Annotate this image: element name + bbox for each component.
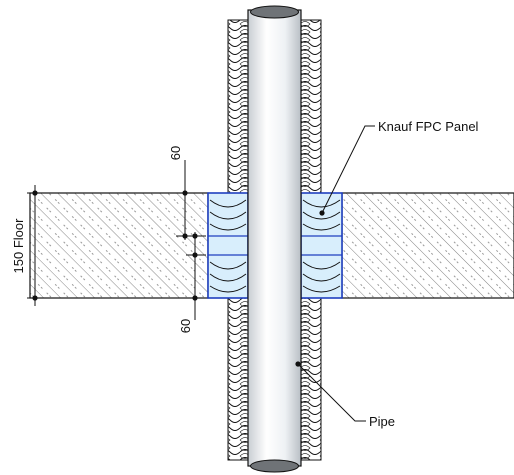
floor-slab-right	[341, 192, 514, 299]
dimension-label-bottom: 60	[178, 319, 193, 333]
pipe	[247, 5, 302, 473]
dimension-label-top: 60	[168, 146, 183, 160]
pipe-label: Pipe	[369, 414, 395, 429]
floor-slab-left	[29, 192, 209, 299]
fpc-panel-right	[300, 192, 343, 299]
panel-label: Knauf FPC Panel	[378, 119, 479, 134]
dimension-ticks	[32, 190, 198, 301]
fpc-panel-left	[207, 192, 249, 299]
floor-thickness-label: 150 Floor	[11, 218, 26, 274]
leader-panel	[319, 125, 375, 216]
leader-pipe	[295, 361, 366, 422]
